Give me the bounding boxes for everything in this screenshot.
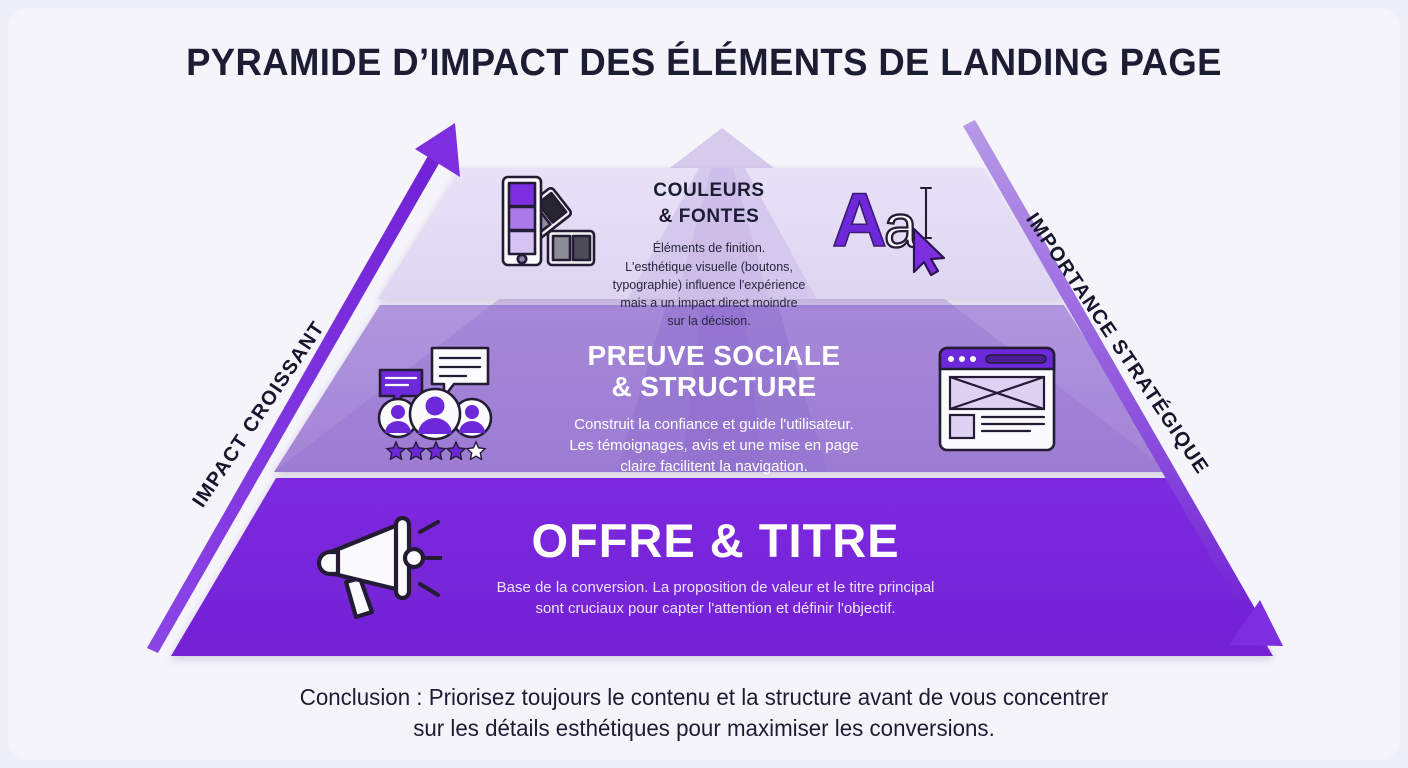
svg-text:A: A [832, 178, 887, 263]
infographic-card: PYRAMIDE D’IMPACT DES ÉLÉMENTS DE LANDIN… [8, 8, 1400, 760]
tier-top-heading-line-2: & FONTES [658, 206, 760, 228]
tier-top-text: COULEURS & FONTES Éléments de finition. … [564, 178, 854, 330]
tier-top-body-line-5: sur la décision. [667, 313, 751, 328]
tier-middle-heading: PREUVE SOCIALE & STRUCTURE [504, 340, 924, 403]
reviews-icon [374, 342, 496, 461]
tier-top-heading-line-1: COULEURS [653, 180, 765, 201]
conclusion-line-2: sur les détails esthétiques pour maximis… [413, 714, 995, 741]
star-rating [385, 440, 487, 461]
tier-middle-heading-line-1: PREUVE SOCIALE [587, 340, 841, 371]
wireframe-icon [936, 344, 1058, 454]
impact-axis-label: IMPACT CROISSANT [188, 317, 330, 512]
conclusion-text: Conclusion : Priorisez toujours le conte… [219, 682, 1189, 743]
tier-top-body-line-2: L'esthétique visuelle (boutons, [625, 259, 793, 274]
typography-icon: A a [830, 174, 950, 278]
color-palette-icon [495, 169, 599, 275]
tier-bottom-text: OFFRE & TITRE Base de la conversion. La … [428, 516, 1003, 619]
tier-middle-body-line-2: Les témoignages, avis et une mise en pag… [569, 437, 859, 455]
tier-middle-text: PREUVE SOCIALE & STRUCTURE Construit la … [504, 340, 924, 478]
megaphone-icon [308, 508, 444, 620]
tier-top-body-line-4: mais a un impact direct moindre [620, 295, 798, 310]
tier-middle-body-line-1: Construit la confiance et guide l'utilis… [574, 415, 854, 433]
tier-top-heading: COULEURS & FONTES [564, 178, 854, 230]
tier-middle-body-line-3: claire facilitent la navigation. [620, 458, 808, 476]
tier-bottom-body-line-2: sont cruciaux pour capter l'attention et… [535, 600, 896, 618]
page-title: PYRAMIDE D’IMPACT DES ÉLÉMENTS DE LANDIN… [186, 42, 1222, 84]
tier-middle-body: Construit la confiance et guide l'utilis… [504, 414, 924, 478]
conclusion-line-1: Conclusion : Priorisez toujours le conte… [299, 684, 1109, 710]
tier-top-body-line-1: Éléments de finition. [652, 241, 766, 256]
tier-top-body: Éléments de finition. L'esthétique visue… [564, 239, 854, 330]
tier-bottom-heading: OFFRE & TITRE [531, 514, 900, 567]
tier-bottom-body-line-1: Base de la conversion. La proposition de… [496, 579, 935, 597]
tier-bottom-body: Base de la conversion. La proposition de… [428, 577, 1003, 619]
tier-top-body-line-3: typographie) influence l'expérience [612, 277, 806, 292]
tier-middle-heading-line-2: & STRUCTURE [611, 371, 817, 403]
